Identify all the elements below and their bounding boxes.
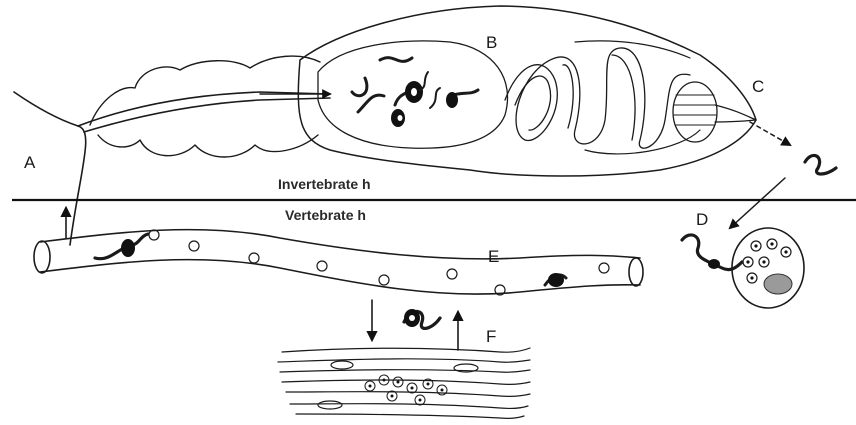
label-c: C [752,77,764,96]
label-b: B [486,33,497,52]
label-a: A [24,153,36,172]
blood-vessel [34,230,643,295]
metacyclic-trypanosome [805,155,836,174]
label-e: E [488,247,499,266]
invertebrate-host-label: Invertebrate h [278,176,371,192]
muscle-tissue [278,300,530,418]
infected-host-cell [682,228,804,308]
vertebrate-host-label: Vertebrate h [285,207,366,223]
label-d: D [696,210,708,229]
label-f: F [486,327,496,346]
crop-trypanosomes [352,58,478,127]
invertebrate-gut [14,6,756,245]
